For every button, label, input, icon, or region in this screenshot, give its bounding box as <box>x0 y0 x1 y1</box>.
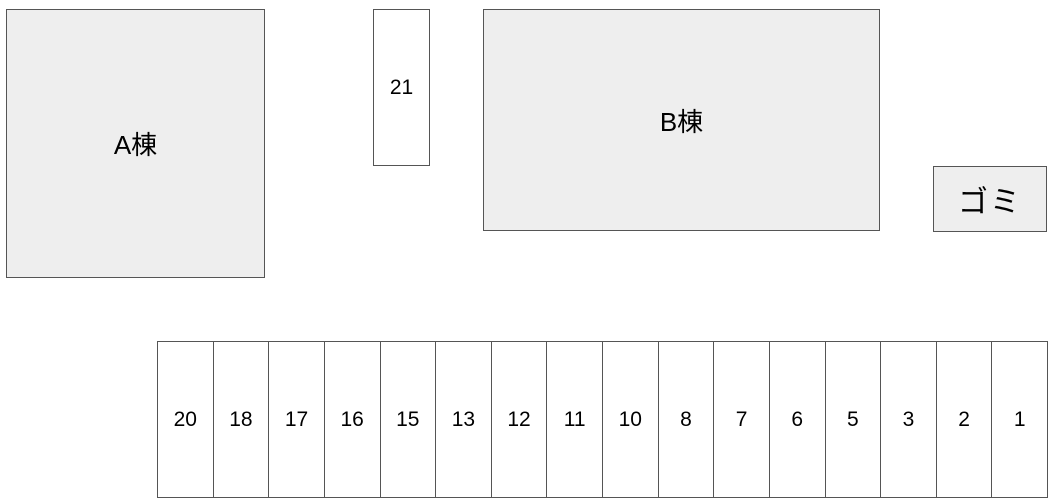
parking-spot-11: 11 <box>546 341 603 498</box>
parking-spot-8: 8 <box>657 341 715 498</box>
building-b-label: B棟 <box>659 106 704 137</box>
parking-spot-12: 12 <box>490 341 548 498</box>
parking-spot-18: 18 <box>212 341 270 498</box>
parking-spot-label: 11 <box>563 407 586 431</box>
parking-spot-label: 8 <box>680 407 692 431</box>
parking-spot-17: 17 <box>268 341 325 498</box>
parking-spot-label: 15 <box>396 407 420 431</box>
parking-spot-10: 10 <box>602 341 659 498</box>
parking-spot-label: 17 <box>284 407 309 431</box>
parking-spot-label: 20 <box>173 407 197 431</box>
garbage-area-label: ゴミ <box>958 186 1022 219</box>
parking-spot-16: 16 <box>323 341 381 498</box>
parking-spot-label: 6 <box>791 407 804 431</box>
parking-spot-7: 7 <box>713 341 770 498</box>
parking-spot-3: 3 <box>880 341 937 498</box>
parking-spot-5: 5 <box>824 341 882 498</box>
building-b: B棟 <box>483 9 880 231</box>
parking-spot-label: 21 <box>389 75 414 99</box>
parking-spot-label: 10 <box>618 407 642 431</box>
parking-spot-2: 2 <box>935 341 993 498</box>
parking-spot-label: 5 <box>846 407 859 431</box>
parking-spot-21: 21 <box>373 9 430 166</box>
parking-spot-15: 15 <box>379 341 437 498</box>
parking-spot-label: 18 <box>229 407 253 431</box>
parking-spot-label: 16 <box>340 407 364 431</box>
parking-spot-6: 6 <box>768 341 826 498</box>
parking-spot-label: 3 <box>902 407 915 431</box>
parking-spot-label: 1 <box>1013 407 1026 431</box>
parking-row: 20 18 17 16 15 13 12 11 10 8 7 6 5 3 2 1 <box>157 341 1048 498</box>
parking-spot-label: 7 <box>735 407 748 431</box>
building-a: A棟 <box>6 9 265 278</box>
parking-spot-13: 13 <box>435 341 492 498</box>
parking-spot-label: 13 <box>451 407 476 431</box>
parking-spot-label: 2 <box>958 407 970 431</box>
garbage-area: ゴミ <box>933 166 1047 232</box>
building-a-label: A棟 <box>113 130 158 160</box>
parking-spot-20: 20 <box>157 341 214 498</box>
parking-spot-label: 12 <box>507 407 531 431</box>
parking-spot-1: 1 <box>991 341 1048 498</box>
